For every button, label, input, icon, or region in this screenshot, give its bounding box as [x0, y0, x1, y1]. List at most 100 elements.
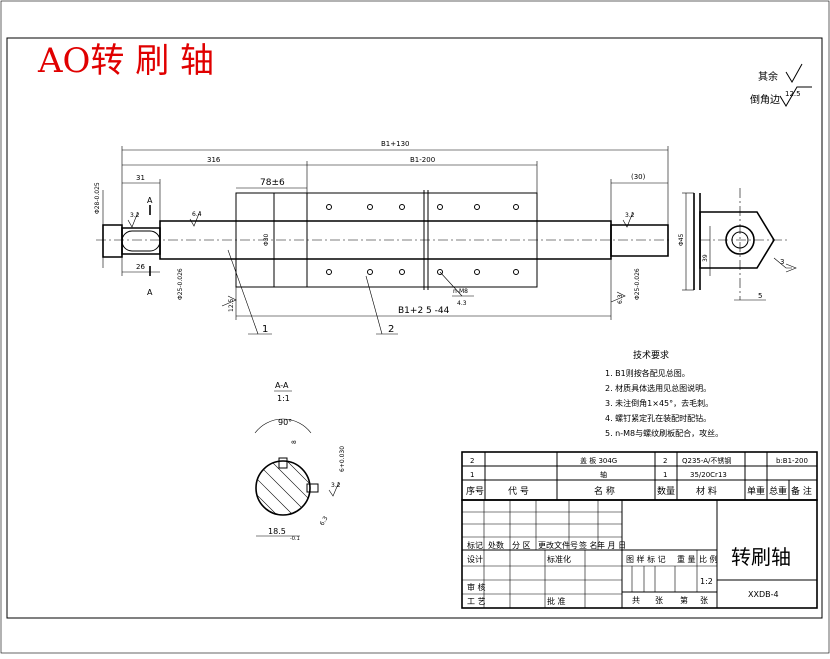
bom-row-material: 35/20Cr13: [690, 471, 727, 479]
bom-header-remark: 备 注: [791, 485, 812, 497]
tb-review: 审 核: [467, 582, 486, 592]
dim-total-length: B1+130: [381, 140, 409, 148]
thread-label-2: 4.3: [457, 300, 467, 307]
section-key-width: 8: [291, 440, 298, 444]
tb-scale: 比 例: [699, 554, 718, 564]
thread-leader: [439, 271, 463, 297]
section-roughness-a: 3.2: [331, 482, 341, 489]
section-roughness-b: 6.3: [319, 515, 330, 527]
chamfer-roughness-label: 倒角边: [750, 94, 780, 106]
bom-header-total: 总重: [769, 485, 787, 497]
section-angle: 90°: [278, 418, 292, 427]
dim-30-right: (30): [631, 173, 646, 181]
roughness-symbol-icon: [610, 291, 626, 303]
bom-row-name: 盖 板 304G: [580, 456, 617, 465]
tech-item-2: 2. 材质具体选用见总图说明。: [605, 383, 711, 393]
roughness-32b: 3.2: [625, 212, 635, 219]
dim-dia-right: Φ45: [678, 233, 685, 246]
bom-row-material: Q235-A/不锈钢: [682, 456, 731, 465]
section-title: A-A: [275, 381, 289, 390]
dim-78: 78±6: [260, 178, 285, 188]
side-dim-3: 3: [780, 258, 784, 266]
tb-change-doc: 更改文件号: [538, 540, 578, 550]
roughness-symbol-icon: [328, 481, 340, 497]
roughness-symbol-icon: [221, 295, 237, 307]
title-block: 标记 处数 分 区 更改文件号 签 名 年 月 日 设计 标准化 审 核 工 艺…: [461, 499, 818, 609]
horizontal-dimensions: B1+130 316 B1-200 (30) 31 78±6 26 B1+2 5…: [121, 140, 669, 320]
bom-row-qty: 2: [663, 457, 667, 465]
tech-item-1: 1. B1则按各配见总图。: [605, 368, 690, 378]
part-name: 转刷轴: [731, 545, 791, 569]
roughness-symbol-icon: [622, 211, 634, 228]
section-aa: A-A 1:1 90° 8 18.5 -0.1 3.2 6.3 6+0.0: [254, 381, 346, 542]
bom-table: 2 盖 板 304G 2 Q235-A/不锈钢 b:B1-200 1 轴 1 3…: [461, 451, 818, 501]
tb-approve: 批 准: [547, 596, 566, 606]
bom-row-no: 1: [470, 471, 474, 479]
bom-header-name: 名 称: [594, 485, 615, 497]
section-mark-a-top: A: [147, 196, 153, 205]
side-dim-5: 5: [758, 292, 762, 300]
bom-header-no: 序号: [466, 485, 484, 497]
roughness-64b: 6.3: [617, 294, 624, 304]
tb-sheet: 第: [680, 595, 688, 605]
section-scale: 1:1: [277, 394, 290, 403]
leader-line-2: [365, 275, 383, 335]
bom-header-qty: 数量: [657, 485, 675, 497]
dim-b1-200: B1-200: [410, 156, 435, 164]
tb-stage: 图 样 标 记: [626, 554, 666, 564]
bom-header-material: 材 料: [696, 485, 717, 497]
tech-item-4: 4. 螺钉紧定孔在装配时配钻。: [605, 413, 711, 423]
tb-mark: 标记: [467, 540, 483, 550]
section-side-dim: 6+0.030: [339, 446, 346, 472]
tb-weight: 重 量: [677, 554, 696, 564]
thread-label: n-M8: [453, 288, 468, 295]
section-mark-a-bottom: A: [147, 288, 153, 297]
bom-row-no: 2: [470, 457, 474, 465]
rest-roughness-label: 其余: [758, 70, 778, 83]
roughness-symbol-icon: [127, 211, 139, 228]
drawing-number: XXDB-4: [748, 590, 779, 599]
section-depth-tol: -0.1: [290, 536, 300, 542]
tech-item-5: 5. n-M8与螺纹刷板配合，攻丝。: [605, 428, 723, 438]
bom-header-weight: 单重: [747, 485, 765, 497]
bom-row-remark: b:B1-200: [776, 457, 808, 465]
dim-31: 31: [136, 174, 145, 182]
sheet-title: AO转 刷 轴: [37, 41, 214, 81]
dim-b1-44: B1+2 5 -44: [398, 306, 450, 316]
balloon-1: 1: [262, 324, 268, 335]
roughness-symbol-icon: [189, 210, 201, 227]
dim-316: 316: [207, 156, 221, 164]
roughness-64: 6.4: [192, 211, 202, 218]
dim-dia-left2: Φ25-0.026: [177, 268, 184, 300]
drawing-frame: [6, 37, 823, 619]
tb-scale-value: 1:2: [700, 577, 713, 586]
section-depth: 18.5: [268, 527, 286, 536]
roughness-125: 12.5: [228, 298, 235, 312]
roughness-symbol-icon: [779, 86, 812, 107]
roughness-symbol-icon: [785, 63, 803, 83]
bom-row-name: 轴: [600, 470, 607, 479]
roughness-32a: 3.2: [130, 212, 140, 219]
tech-requirements: 技术要求 1. B1则按各配见总图。 2. 材质具体选用见总图说明。 3. 未注…: [605, 349, 723, 438]
side-dim-39: 39: [702, 254, 709, 262]
balloon-2: 2: [388, 324, 394, 335]
roughness-marks: 3.2 6.4 3.2 12.5 6.3: [127, 210, 635, 312]
vertical-dimensions: Φ28-0.025 Φ30 Φ25-0.026 Φ25-0.026: [94, 182, 641, 300]
section-marks: A A: [147, 196, 153, 297]
tb-standard: 标准化: [547, 554, 571, 564]
tech-item-3: 3. 未注倒角1×45°，去毛刺。: [605, 398, 713, 408]
side-view: Φ45 39 5 3: [678, 188, 797, 301]
leader-line-1: [227, 249, 259, 335]
dim-dia-mid: Φ30: [263, 233, 270, 246]
bom-header-code: 代 号: [508, 486, 529, 497]
tb-signature: 签 名: [579, 540, 598, 550]
tb-zone: 分 区: [512, 541, 531, 550]
tb-process: 工 艺: [467, 597, 486, 606]
tb-sheet-unit: 张: [700, 596, 708, 605]
tb-sheets-unit: 张: [655, 596, 663, 605]
tb-date: 年 月 日: [597, 540, 626, 550]
dim-dia-left: Φ28-0.025: [94, 182, 101, 214]
tb-count: 处数: [488, 540, 504, 550]
